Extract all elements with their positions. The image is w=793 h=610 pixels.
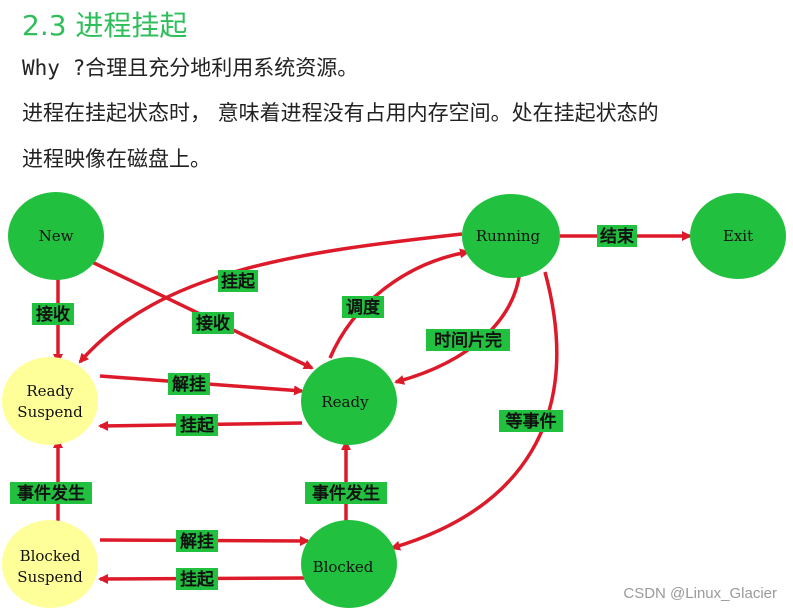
paragraph-why: Why ?合理且充分地利用系统资源。 [22,52,358,82]
label-blocked-ready: 事件发生 [305,482,387,504]
node-exit-label: Exit [723,227,753,245]
node-new: New [8,192,104,280]
edge-running-ready [394,269,522,385]
edge-ready-running [328,248,470,359]
node-ready-suspend: Ready Suspend [2,357,98,445]
node-running-label: Running [476,227,541,245]
label-blocked-suspend-ready-suspend: 事件发生 [10,482,92,504]
edge-running-blocked [390,271,559,551]
label-blocked-blocked-suspend: 挂起 [176,568,218,590]
node-new-label: New [39,227,74,245]
label-ready-suspend-ready-text: 解挂 [172,374,206,395]
nodes: New Running Exit Ready Suspend Ready Blo… [2,192,786,608]
label-running-exit-text: 结束 [600,226,634,247]
node-exit: Exit [690,193,786,279]
label-ready-running: 调度 [342,296,384,318]
label-running-blocked: 等事件 [499,410,563,432]
node-blocked-suspend-label-2: Suspend [17,568,83,586]
section-heading: 2.3 进程挂起 [22,9,188,42]
why-text: 合理且充分地利用系统资源。 [85,56,359,80]
node-blocked-suspend: Blocked Suspend [2,520,98,608]
paragraph-line-3: 进程映像在磁盘上。 [22,147,211,171]
label-running-exit: 结束 [597,225,637,247]
node-blocked-suspend-label-1: Blocked [20,547,81,565]
label-running-ready-suspend-text: 挂起 [221,271,256,292]
label-blocked-suspend-blocked: 解挂 [176,530,218,552]
node-ready-suspend-label-1: Ready [26,382,74,400]
label-ready-ready-suspend: 挂起 [176,414,218,436]
label-running-blocked-text: 等事件 [506,411,557,432]
edge-labels: 结束 挂起 接收 接收 调度 时间片完 解挂 挂起 [10,225,637,590]
paragraph-line-2: 进程在挂起状态时， 意味着进程没有占用内存空间。处在挂起状态的 [22,101,659,125]
node-blocked-label: Blocked [313,558,374,576]
label-new-ready-suspend-text: 接收 [36,304,70,325]
label-ready-suspend-ready: 解挂 [168,373,210,395]
node-ready-suspend-label-2: Suspend [17,403,83,421]
label-blocked-blocked-suspend-text: 挂起 [180,569,215,590]
label-running-ready-text: 时间片完 [434,330,502,351]
node-running: Running [462,194,560,278]
label-new-ready-text: 接收 [196,313,230,334]
node-ready-label: Ready [321,393,369,411]
label-blocked-ready-text: 事件发生 [312,483,380,504]
label-blocked-suspend-ready-suspend-text: 事件发生 [17,483,85,504]
why-prefix: Why ? [22,56,86,80]
watermark: CSDN @Linux_Glacier [623,585,777,602]
label-new-ready-suspend: 接收 [32,303,74,325]
label-running-ready-suspend: 挂起 [218,270,258,292]
node-blocked: Blocked [301,520,397,608]
label-blocked-suspend-blocked-text: 解挂 [180,531,214,552]
label-running-ready: 时间片完 [426,329,510,351]
label-ready-running-text: 调度 [346,297,381,318]
node-ready: Ready [301,357,397,445]
label-ready-ready-suspend-text: 挂起 [180,415,215,436]
label-new-ready: 接收 [192,312,234,334]
edge-running-ready-suspend [78,232,463,364]
